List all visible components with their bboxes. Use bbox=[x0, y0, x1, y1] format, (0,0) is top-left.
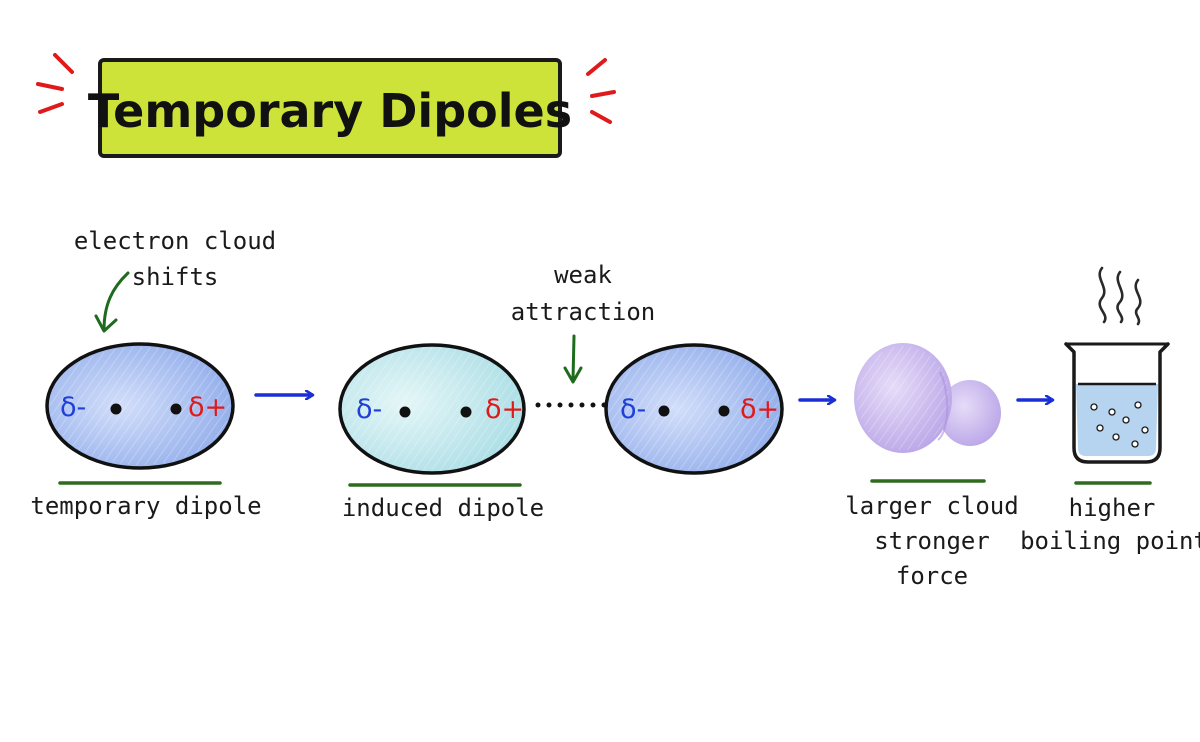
emphasis-mark-left-bottom bbox=[38, 102, 64, 114]
annotation-cloud-shift-line2: shifts bbox=[132, 263, 219, 291]
molecule-temporary-dipole: δ- δ+ bbox=[45, 342, 235, 470]
beaker-outline bbox=[1064, 342, 1170, 464]
title-emphasis-marks bbox=[36, 53, 616, 124]
label-larger-cloud-line3: force bbox=[896, 562, 968, 590]
nucleus-dot bbox=[170, 403, 182, 415]
nucleus-dot bbox=[718, 405, 730, 417]
cloud-shading bbox=[609, 348, 779, 470]
weak-attraction-arrow bbox=[563, 334, 583, 384]
label-larger-cloud-line2: stronger bbox=[874, 527, 990, 555]
nucleus-dot bbox=[110, 403, 122, 415]
emphasis-mark-right-bottom bbox=[590, 110, 612, 124]
annotation-weak-line2: attraction bbox=[511, 298, 656, 326]
emphasis-mark-left-mid bbox=[36, 82, 64, 91]
small-cloud-lobe bbox=[939, 380, 1001, 446]
partial-positive-charge: δ+ bbox=[740, 394, 779, 425]
label-higher-line1: higher bbox=[1069, 494, 1156, 522]
beaker-icon bbox=[1064, 266, 1170, 464]
title-background bbox=[98, 58, 562, 158]
nucleus-dot bbox=[399, 406, 411, 418]
label-larger-cloud-line1: larger cloud bbox=[845, 492, 1018, 520]
label-induced-dipole: induced dipole bbox=[342, 494, 544, 522]
label-higher-line2: boiling point bbox=[1020, 527, 1200, 555]
weak-attraction-dots bbox=[535, 402, 607, 408]
steam-icon bbox=[1098, 266, 1142, 326]
cloud-shift-arrow bbox=[94, 271, 130, 333]
title-box: Temporary Dipoles bbox=[88, 58, 572, 158]
cloud-shading bbox=[343, 348, 521, 470]
partial-negative-charge: δ- bbox=[356, 394, 382, 425]
partial-negative-charge: δ- bbox=[60, 392, 86, 423]
annotation-cloud-shift-line1: electron cloud bbox=[74, 227, 276, 255]
partial-positive-charge: δ+ bbox=[188, 392, 227, 423]
molecule-neighbor-dipole: δ- δ+ bbox=[604, 343, 784, 475]
annotation-weak-line1: weak bbox=[554, 261, 612, 289]
emphasis-mark-right-mid bbox=[590, 90, 616, 98]
nucleus-dot bbox=[658, 405, 670, 417]
cloud-shading bbox=[50, 347, 230, 465]
emphasis-mark-left-top bbox=[53, 53, 74, 74]
emphasis-mark-right-top bbox=[586, 58, 607, 76]
larger-cloud bbox=[854, 343, 1001, 453]
nucleus-dot bbox=[460, 406, 472, 418]
partial-positive-charge: δ+ bbox=[485, 394, 524, 425]
molecule-induced-dipole: δ- δ+ bbox=[338, 343, 526, 475]
bubbles bbox=[1090, 401, 1149, 448]
label-temporary-dipole: temporary dipole bbox=[30, 492, 261, 520]
water-fill bbox=[1076, 384, 1158, 456]
partial-negative-charge: δ- bbox=[620, 394, 646, 425]
cloud-shading bbox=[857, 346, 949, 450]
page-title: Temporary Dipoles bbox=[88, 84, 572, 138]
